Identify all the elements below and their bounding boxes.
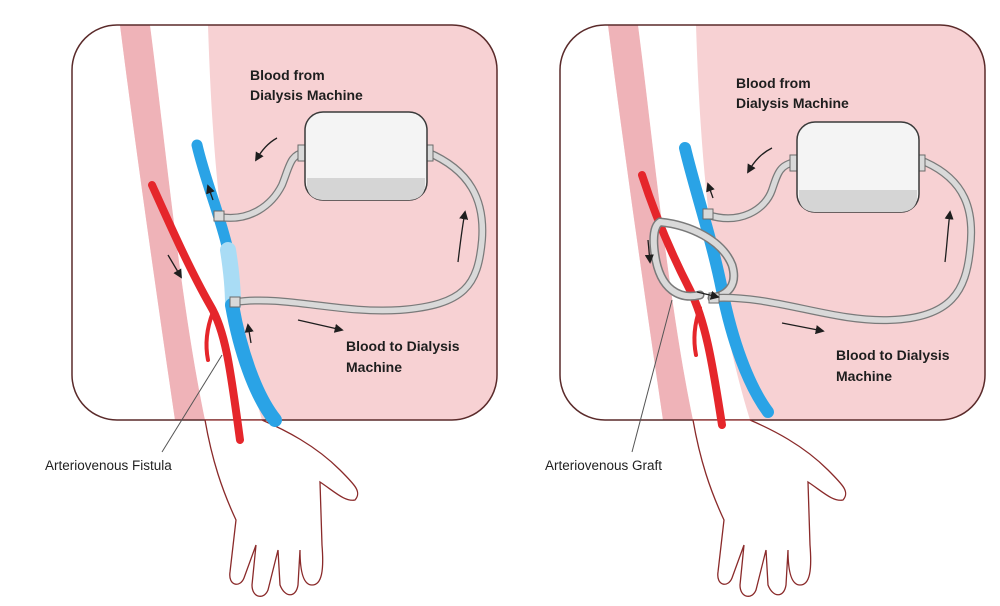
arrow-to-machine — [781, 322, 825, 335]
dialysis-machine — [789, 121, 926, 213]
label-blood-from-machine: Blood from — [736, 75, 811, 91]
caption-leader-line — [631, 299, 673, 453]
forearm-hand — [204, 419, 359, 597]
artery — [148, 181, 244, 444]
label-blood-to-machine-line2: Machine — [836, 368, 892, 384]
arrow-artery-flow — [167, 254, 182, 279]
panel-fistula: Blood from Dialysis Machine Blood to Dia… — [45, 24, 498, 597]
panel-background — [560, 25, 985, 420]
dialysis-tubing — [213, 148, 487, 315]
arrow-vein-return — [206, 184, 215, 201]
arrow-graft-flow — [696, 290, 720, 300]
artery — [638, 171, 726, 429]
flow-arrows — [167, 137, 469, 344]
panel-frame — [559, 24, 986, 421]
flow-arrows — [644, 147, 954, 335]
label-blood-from-machine-line2: Dialysis Machine — [250, 87, 363, 103]
dialysis-machine — [297, 111, 434, 201]
arrow-machine-loop — [944, 210, 954, 263]
arrow-to-machine — [297, 319, 344, 333]
label-blood-to-machine-line2: Machine — [346, 359, 402, 375]
caption-leader-line — [161, 354, 223, 453]
caption-graft: Arteriovenous Graft — [545, 458, 662, 473]
caption-fistula: Arteriovenous Fistula — [45, 458, 172, 473]
dialysis-tubing — [702, 158, 976, 325]
arrow-return-flow — [255, 137, 278, 162]
panel-graft: Blood from Dialysis Machine Blood to Dia… — [545, 24, 986, 597]
label-blood-from-machine-line2: Dialysis Machine — [736, 95, 849, 111]
arrow-machine-loop — [457, 210, 469, 263]
arrow-artery-flow — [644, 239, 654, 264]
arrow-vein-draw — [244, 323, 254, 344]
graft-loop — [649, 217, 739, 303]
panel-frame — [71, 24, 498, 421]
label-blood-to-machine: Blood to Dialysis — [836, 347, 950, 363]
arrow-vein-return — [706, 182, 715, 199]
label-blood-from-machine: Blood from — [250, 67, 325, 83]
panel-background — [72, 25, 497, 420]
arrow-return-flow — [747, 147, 773, 174]
label-blood-to-machine: Blood to Dialysis — [346, 338, 460, 354]
forearm-hand — [692, 419, 847, 597]
